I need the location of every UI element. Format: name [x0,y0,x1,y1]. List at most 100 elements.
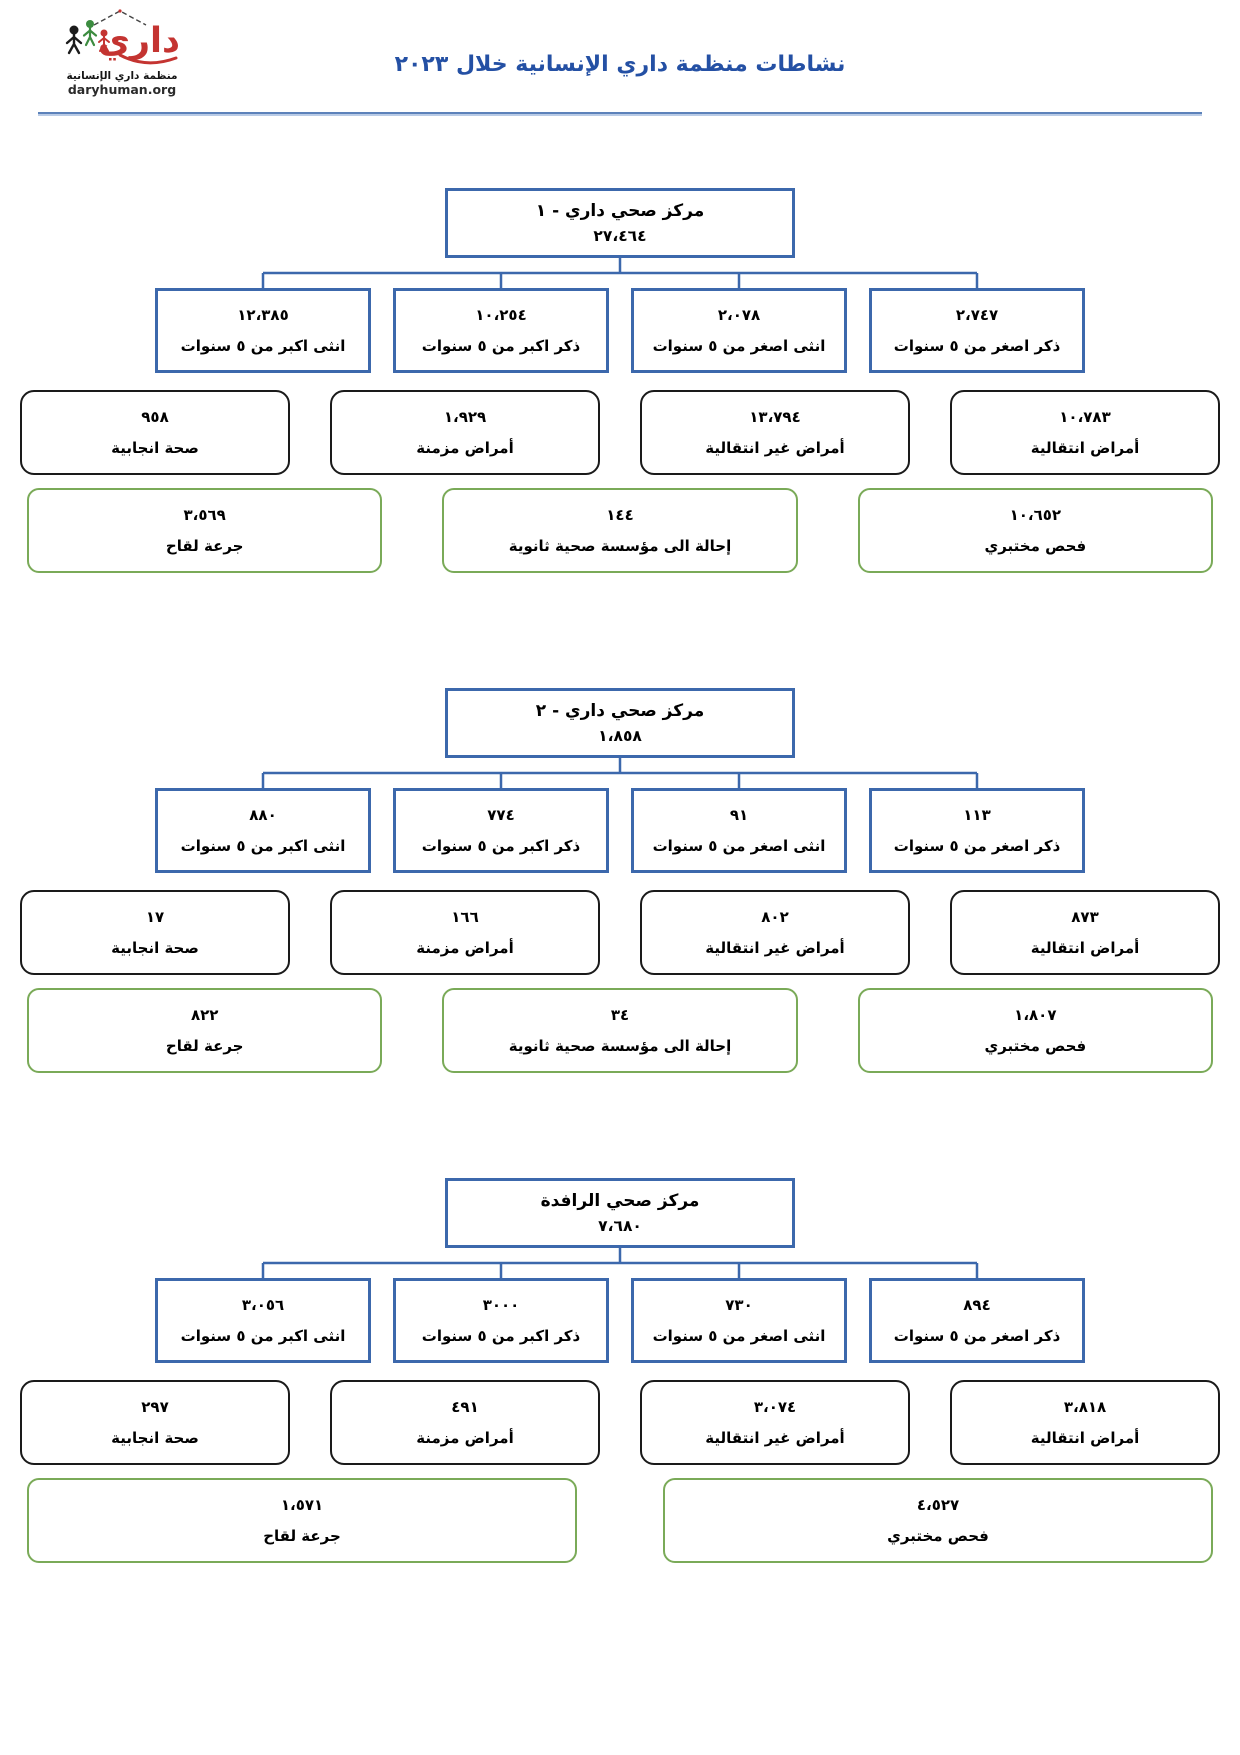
center-name: مركز صحي داري - ١ [535,201,705,221]
support-services-row: ١،٨٠٧ فحص مختبري ٣٤ إحالة الى مؤسسة صحية ثا… [27,988,1213,1073]
demographic-value: ٣،٠٥٦ [241,1296,285,1314]
logo-org-name: منظمة داري الإنسانية [66,70,178,82]
disease-service-label: صحة انجابية [111,939,199,957]
org-logo: داري منظمة داري الإنسانية daryhuman.org [52,8,192,97]
demographic-value: ٩١ [729,806,749,824]
disease-service-label: أمراض انتقالية [1030,1429,1140,1447]
support-service-box: ٣٤ إحالة الى مؤسسة صحية ثانوية [442,988,798,1073]
support-service-value: ١٠،٦٥٢ [1009,506,1062,524]
disease-service-label: أمراض غير انتقالية [705,1429,845,1447]
page-title: نشاطات منظمة داري الإنسانية خلال ٢٠٢٣ [394,52,846,77]
support-service-value: ١،٨٠٧ [1014,1006,1057,1024]
support-service-value: ٤،٥٢٧ [916,1496,960,1514]
disease-service-label: أمراض مزمنة [416,439,514,457]
center-total: ٢٧،٤٦٤ [593,227,647,245]
center-root-box: مركز صحي الرافدة ٧،٦٨٠ [445,1178,795,1248]
demographic-box: ٣٠٠٠ ذكر اكبر من ٥ سنوات [393,1278,609,1363]
support-service-box: ٤،٥٢٧ فحص مختبري [663,1478,1213,1563]
demographics-row: ١١٣ ذكر اصغر من ٥ سنوات ٩١ انثى اصغر من ٥ س… [155,788,1085,873]
demographic-value: ١١٣ [963,806,991,824]
disease-service-value: ٣،٠٧٤ [753,1398,797,1416]
demographic-box: ١١٣ ذكر اصغر من ٥ سنوات [869,788,1085,873]
demographic-value: ٨٨٠ [249,806,277,824]
demographic-box: ٧٣٠ انثى اصغر من ٥ سنوات [631,1278,847,1363]
disease-service-value: ٢٩٧ [141,1398,169,1416]
health-center-tree: مركز صحي داري - ٢ ١،٨٥٨ ١١٣ ذكر اصغر من ٥ س… [0,688,1240,1073]
demographic-label: ذكر اكبر من ٥ سنوات [421,837,581,855]
support-service-box: ١٠،٦٥٢ فحص مختبري [857,488,1213,573]
demographic-label: ذكر اصغر من ٥ سنوات [893,1327,1061,1345]
tree-connector [261,1248,979,1278]
disease-service-box: ٩٥٨ صحة انجابية [20,390,290,475]
demographic-value: ٧٧٤ [487,806,515,824]
support-service-label: فحص مختبري [887,1527,989,1545]
support-service-label: فحص مختبري [984,537,1087,555]
demographic-label: انثى اصغر من ٥ سنوات [652,1327,826,1345]
center-total: ٧،٦٨٠ [598,1217,642,1235]
disease-service-value: ٤٩١ [451,1398,479,1416]
disease-service-label: أمراض غير انتقالية [705,939,845,957]
disease-service-value: ٨٧٣ [1071,908,1099,926]
disease-service-value: ١٦٦ [451,908,479,926]
disease-service-label: أمراض مزمنة [416,1429,514,1447]
disease-service-label: أمراض انتقالية [1030,439,1140,457]
center-total: ١،٨٥٨ [598,727,642,745]
support-service-label: إحالة الى مؤسسة صحية ثانوية [508,537,732,555]
disease-service-box: ٣،٠٧٤ أمراض غير انتقالية [640,1380,910,1465]
disease-service-value: ٩٥٨ [141,408,169,426]
demographic-label: انثى اصغر من ٥ سنوات [652,837,826,855]
disease-service-label: أمراض غير انتقالية [705,439,845,457]
logo-website: daryhuman.org [67,82,177,97]
demographic-value: ٣٠٠٠ [482,1296,520,1314]
demographic-box: ٩١ انثى اصغر من ٥ سنوات [631,788,847,873]
disease-service-label: صحة انجابية [111,439,199,457]
demographic-box: ٧٧٤ ذكر اكبر من ٥ سنوات [393,788,609,873]
center-name: مركز صحي داري - ٢ [535,701,705,721]
logo-figure-black [69,25,78,35]
header-rule [38,112,1202,116]
demographic-value: ٧٣٠ [725,1296,753,1314]
demographic-label: انثى اصغر من ٥ سنوات [652,337,826,355]
support-service-value: ١،٥٧١ [280,1496,324,1514]
disease-service-box: ١٧ صحة انجابية [20,890,290,975]
disease-service-value: ١٧ [145,908,165,926]
demographic-label: ذكر اصغر من ٥ سنوات [893,837,1061,855]
support-service-label: إحالة الى مؤسسة صحية ثانوية [508,1037,732,1055]
center-name: مركز صحي الرافدة [540,1191,700,1211]
support-service-value: ١٤٤ [606,506,634,524]
center-root-box: مركز صحي داري - ١ ٢٧،٤٦٤ [445,188,795,258]
support-service-value: ٣٤ [610,1006,630,1024]
support-service-label: فحص مختبري [984,1037,1087,1055]
support-services-row: ١٠،٦٥٢ فحص مختبري ١٤٤ إحالة الى مؤسسة صحية … [27,488,1213,573]
demographic-label: انثى اكبر من ٥ سنوات [180,337,346,355]
support-service-box: ١٤٤ إحالة الى مؤسسة صحية ثانوية [442,488,798,573]
support-service-value: ٣،٥٦٩ [183,506,226,524]
tree-connector [261,258,979,288]
logo-graphic: داري [65,9,180,65]
logo-wordmark: داري [97,21,179,61]
demographic-value: ١٠،٢٥٤ [475,306,527,324]
demographic-value: ٢،٧٤٧ [955,306,999,324]
demographic-label: انثى اكبر من ٥ سنوات [180,1327,346,1345]
demographic-label: ذكر اكبر من ٥ سنوات [421,1327,581,1345]
